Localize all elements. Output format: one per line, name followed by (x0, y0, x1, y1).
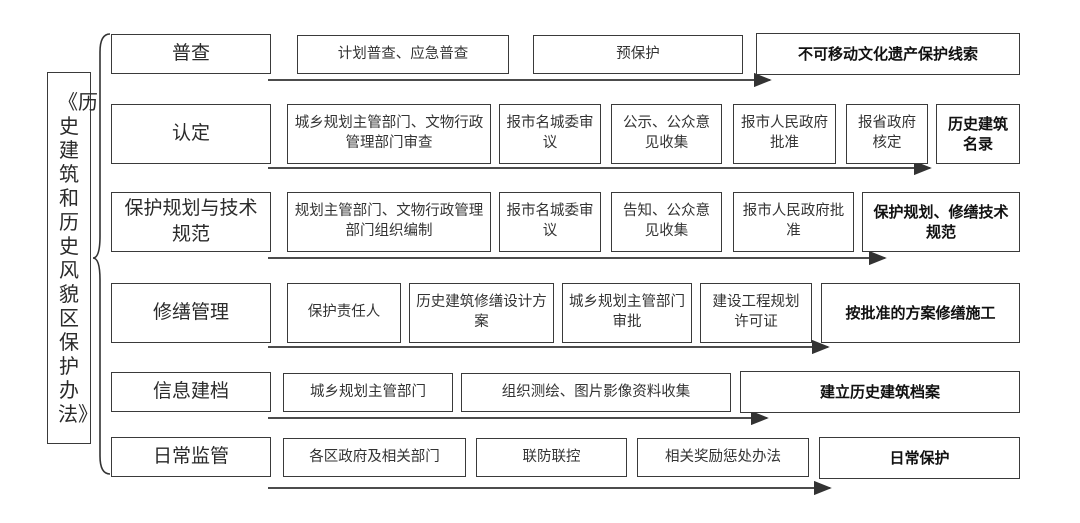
step-box: 城乡规划主管部门审批 (562, 283, 692, 343)
stage-survey: 普查 (111, 34, 271, 74)
step-box: 计划普查、应急普查 (297, 35, 509, 74)
step-box: 报市名城委审议 (499, 104, 601, 164)
stage-supervision: 日常监管 (111, 437, 271, 477)
step-box: 报省政府核定 (846, 104, 928, 164)
step-box: 组织测绘、图片影像资料收集 (461, 373, 731, 412)
result-box: 建立历史建筑档案 (740, 371, 1020, 413)
result-box: 历史建筑名录 (936, 104, 1020, 164)
law-title: 《历史建筑和历史风貌区保护办法》 (58, 90, 98, 426)
result-box: 保护规划、修缮技术规范 (862, 192, 1020, 252)
law-title-box: 《历史建筑和历史风貌区保护办法》 (47, 72, 98, 444)
step-box: 历史建筑修缮设计方案 (409, 283, 554, 343)
stage-archiving: 信息建档 (111, 372, 271, 412)
result-box: 按批准的方案修缮施工 (821, 283, 1020, 343)
step-box: 公示、公众意见收集 (611, 104, 722, 164)
step-box: 规划主管部门、文物行政管理部门组织编制 (287, 192, 491, 252)
step-box: 报市人民政府批准 (733, 104, 836, 164)
step-box: 城乡规划主管部门、文物行政管理部门审查 (287, 104, 491, 164)
stage-repair: 修缮管理 (111, 283, 271, 343)
step-box: 联防联控 (476, 438, 627, 477)
step-box: 预保护 (533, 35, 743, 74)
step-box: 告知、公众意见收集 (611, 192, 722, 252)
step-box: 保护责任人 (287, 283, 401, 343)
stage-planning: 保护规划与技术规范 (111, 192, 271, 252)
step-box: 报市人民政府批准 (733, 192, 854, 252)
step-box: 各区政府及相关部门 (283, 438, 466, 477)
step-box: 城乡规划主管部门 (283, 373, 453, 412)
step-box: 建设工程规划许可证 (700, 283, 812, 343)
result-box: 日常保护 (819, 437, 1020, 479)
step-box: 报市名城委审议 (499, 192, 601, 252)
result-box: 不可移动文化遗产保护线索 (756, 33, 1020, 75)
stage-identification: 认定 (111, 104, 271, 164)
step-box: 相关奖励惩处办法 (637, 438, 809, 477)
